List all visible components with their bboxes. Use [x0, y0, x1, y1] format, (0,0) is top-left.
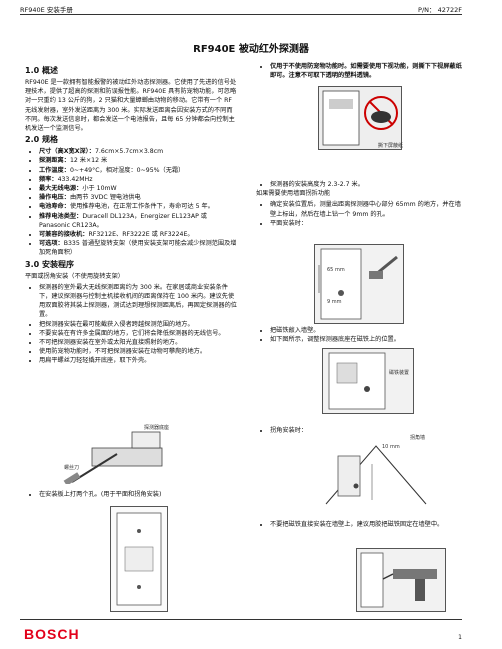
dim-9mm: 9 mm	[327, 299, 342, 305]
bosch-logo: BOSCH	[24, 626, 80, 642]
install-item: 不要安装在有许多金属面的地方，它们将会降低探测器的无线信号。	[39, 329, 237, 338]
caption-drill-holes: 在安装板上打两个孔。(用于平面和拐角安装)	[39, 490, 237, 499]
right-column-bottom: 不要把磁铁直接安装在墙壁上，建议用胶把磁铁固定在墙壁中。	[256, 520, 462, 529]
spec-item: 尺寸（高X宽X深）：7.6cm×5.7cm×3.8cm	[39, 147, 237, 156]
page-title: RF940E 被动红外探测器	[193, 44, 309, 55]
install-item: 把探测器安装在最可能截获入侵者跨越探测范围的地方。	[39, 320, 237, 329]
section-heading-install: 3.0 安装程序	[25, 259, 74, 269]
install-intro: 平面或拐角安装（不使用旋转支架）	[25, 272, 124, 280]
spec-list: 尺寸（高X宽X深）：7.6cm×5.7cm×3.8cm 探测距离：12 米×12…	[25, 147, 237, 257]
mounting-board-illustration	[116, 512, 162, 606]
header-part-number: P/N： 42722F	[418, 6, 462, 14]
section-heading-specs: 2.0 规格	[25, 135, 58, 145]
install-item: 使用防宠物功能时，不可把探测器安装在动物可攀爬的地方。	[39, 347, 237, 356]
spec-item: 可选项：B335 普通型旋转支架（使用安装支架可能会减少探测范围及增加死角面积）	[39, 239, 237, 257]
header-doc-title: RF940E 安装手册	[20, 6, 73, 14]
pet-note: 仅用于不使用防宠物功能时。如需要使用下视功能，则撕下下视屏蔽纸即可。注意不可取下…	[270, 62, 462, 80]
spec-item: 工作温度：0~+49°C，相对湿度：0~95%（无霜）	[39, 166, 237, 175]
spec-item: 推荐电池类型：Duracell DL123A，Energizer EL123AP…	[39, 212, 237, 230]
overview-body: RF940E 是一款拥有智能报警的被动红外动态探测器。它使用了先进的信号处理技术…	[25, 79, 237, 133]
spec-item: 探测距离：12 米×12 米	[39, 156, 237, 165]
header-divider	[20, 14, 462, 15]
dim-65mm: 65 mm	[327, 267, 345, 273]
spec-item: 可兼容的接收机：RF3212E、RF3222E 或 RF3224E。	[39, 230, 237, 239]
label-magnet-device: 磁铁装置	[389, 370, 410, 376]
spec-item: 频率：433.42MHz	[39, 175, 237, 184]
section-heading-overview: 1.0 概述	[25, 66, 58, 75]
right-item: 把磁铁敲入墙壁。	[270, 326, 462, 335]
spec-item: 最大无线电源：小于 10mW	[39, 184, 237, 193]
install-item: 不可把探测器安装在室外或太阳光直接照射的地方。	[39, 338, 237, 347]
right-column-text: 探测器的安装高度为 2.3-2.7 米。 如果需要使用墙面拐拆功能 确定安装位置…	[256, 180, 462, 228]
bottom-caption: 在安装板上打两个孔。(用于平面和拐角安装)	[25, 490, 237, 499]
magnet-position-illustration	[328, 352, 386, 410]
figure-pry-base: 探测器底座 螺丝刀	[62, 424, 180, 486]
wall-intro: 如果需要使用墙面拐拆功能	[256, 190, 331, 198]
right-item: 拐角安装时：	[270, 426, 462, 435]
spec-item: 操作电压：由两节 3VDC 锂电池供电	[39, 193, 237, 202]
glue-gun-illustration	[360, 552, 437, 608]
corner-mount-illustration	[325, 445, 427, 505]
figure-glue-gun	[356, 548, 446, 612]
right-column-mid: 把磁铁敲入墙壁。 如下图所示，调整探测器底座在磁铁上的位置。	[256, 326, 462, 344]
flat-mount-illustration	[318, 248, 398, 320]
footer-divider	[20, 619, 462, 620]
install-list: 探测器的室外最大无线探测距离约为 300 米。在家居或商业安装条件下，建议探测器…	[25, 283, 237, 366]
label-screwdriver: 螺丝刀	[64, 465, 80, 471]
pry-base-illustration	[63, 431, 163, 486]
label-corner-wall: 拐角墙	[410, 435, 426, 441]
label-remove-shield: 撕下屏蔽纸	[378, 143, 404, 149]
install-item: 用扁平螺丝刀轻轻撬开底座，取下外壳。	[39, 356, 237, 365]
page-number: 1	[458, 634, 462, 641]
right-item: 确定安装位置后，测量出距离探测器中心部分 65mm 的地方，并在墙壁上标出，然后…	[270, 200, 462, 218]
right-pet-note-block: 仅用于不使用防宠物功能时。如需要使用下视功能，则撕下下视屏蔽纸即可。注意不可取下…	[256, 62, 462, 80]
right-item: 如下图所示，调整探测器底座在磁铁上的位置。	[270, 335, 462, 344]
spec-item: 电池寿命：使用推荐电池，在正常工作条件下，寿命可达 5 年。	[39, 202, 237, 211]
page-header: RF940E 安装手册 P/N： 42722F	[20, 4, 462, 16]
figure-magnet-position: 磁铁装置	[322, 348, 414, 414]
figure-pet-shield	[318, 86, 402, 150]
figure-mounting-board	[110, 506, 168, 612]
label-detector-base: 探测器底座	[144, 425, 170, 431]
right-item: 不要把磁铁直接安装在墙壁上，建议用胶把磁铁固定在墙壁中。	[270, 520, 462, 529]
install-item: 探测器的室外最大无线探测距离约为 300 米。在家居或商业安装条件下，建议探测器…	[39, 283, 237, 320]
figure-flat-mount: 65 mm 9 mm	[314, 244, 404, 324]
left-column: 1.0 概述 RF940E 是一款拥有智能报警的被动红外动态探测器。它使用了先进…	[25, 66, 237, 368]
dim-10mm: 10 mm	[382, 444, 400, 450]
right-column-corner: 拐角安装时：	[256, 426, 462, 435]
figure-corner-mount: 拐角墙 10 mm	[316, 434, 446, 514]
pet-shield-illustration	[322, 90, 398, 146]
right-item: 平面安装时：	[270, 219, 462, 228]
height-note: 探测器的安装高度为 2.3-2.7 米。	[270, 180, 462, 189]
